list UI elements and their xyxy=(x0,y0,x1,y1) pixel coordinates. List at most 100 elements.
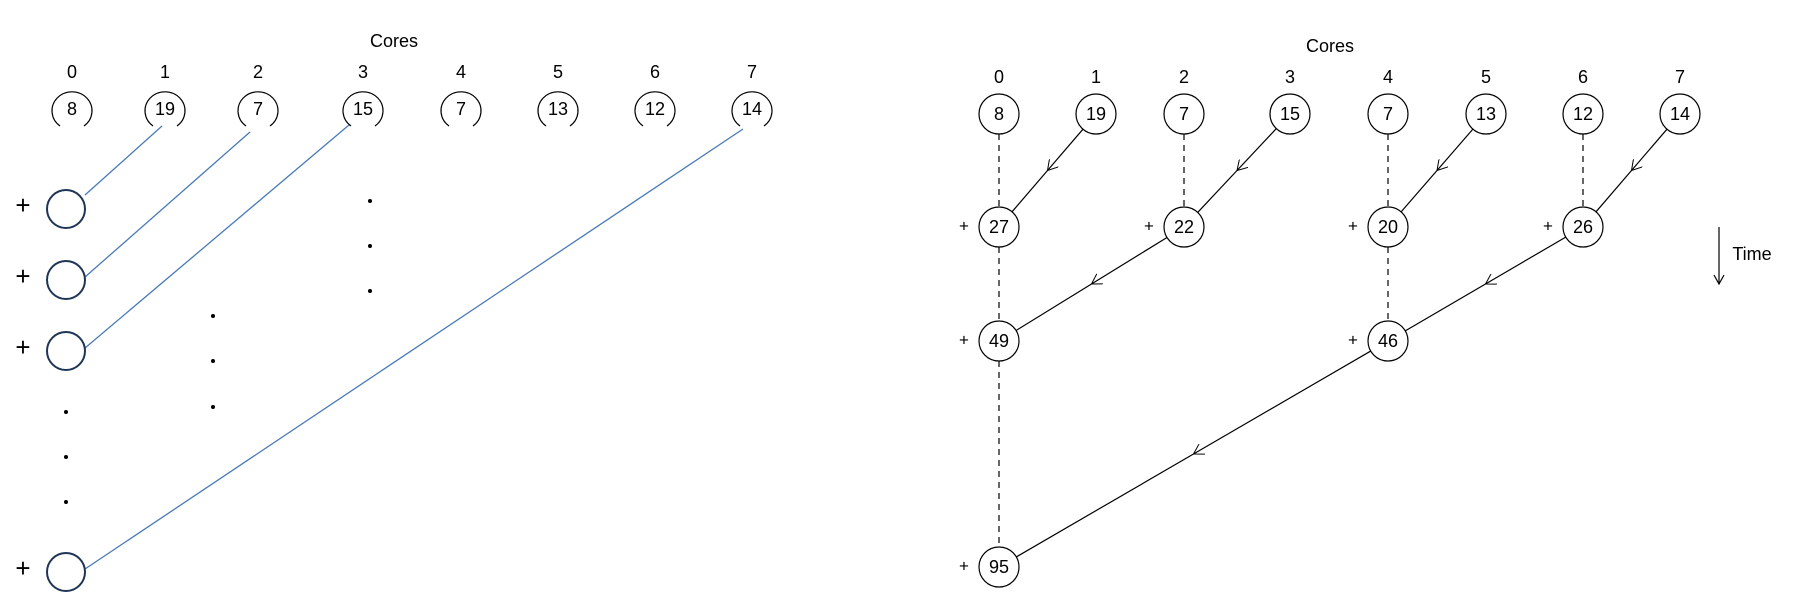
ellipsis-dot xyxy=(64,455,68,459)
core-value-circle xyxy=(1163,93,1205,135)
core-index-label: 2 xyxy=(1179,67,1189,87)
core-index-label: 6 xyxy=(650,62,660,82)
ellipsis-dot xyxy=(368,244,372,248)
core-value-circle xyxy=(1075,93,1117,135)
right-cores-title: Cores xyxy=(1306,36,1354,56)
core-value: 7 xyxy=(1179,104,1189,124)
send-arrow xyxy=(1595,128,1668,213)
ellipsis-dot xyxy=(368,199,372,203)
core-index-label: 4 xyxy=(456,62,466,82)
partial-sum-value: 22 xyxy=(1174,217,1194,237)
accumulate-line xyxy=(84,124,350,349)
core-value-circle xyxy=(634,91,676,127)
core-value: 15 xyxy=(353,99,373,119)
core-index-label: 3 xyxy=(1285,67,1295,87)
core-value-circle xyxy=(731,91,773,127)
send-arrow xyxy=(1197,128,1277,213)
core-value-circle xyxy=(1269,93,1311,135)
plus-sign: + xyxy=(1144,216,1154,235)
accumulator-circle xyxy=(46,189,86,229)
ellipsis-dot xyxy=(368,289,372,293)
core-index-label: 0 xyxy=(67,62,77,82)
partial-sum-circle xyxy=(978,546,1020,588)
core-value: 7 xyxy=(456,99,466,119)
core-value: 8 xyxy=(994,104,1004,124)
ellipsis-dot xyxy=(211,314,215,318)
core-value-circle xyxy=(1562,93,1604,135)
plus-sign: + xyxy=(959,330,969,349)
ellipsis-dot xyxy=(211,359,215,363)
core-value: 14 xyxy=(1670,104,1690,124)
core-index-label: 3 xyxy=(358,62,368,82)
partial-sum-value: 46 xyxy=(1378,331,1398,351)
accumulator-circle xyxy=(46,260,86,300)
core-index-label: 7 xyxy=(1675,67,1685,87)
partial-sum-value: 27 xyxy=(989,217,1009,237)
core-value: 13 xyxy=(548,99,568,119)
plus-sign: + xyxy=(959,556,969,575)
time-label: Time xyxy=(1732,244,1771,264)
accumulator-circle xyxy=(46,552,86,592)
core-value-circle xyxy=(1465,93,1507,135)
core-index-label: 0 xyxy=(994,67,1004,87)
partial-sum-circle xyxy=(1367,206,1409,248)
send-arrow xyxy=(1400,128,1474,213)
send-arrow xyxy=(1011,128,1084,213)
left-cores-title: Cores xyxy=(370,31,418,51)
send-arrow xyxy=(1015,236,1168,332)
core-value: 7 xyxy=(253,99,263,119)
ellipsis-dot xyxy=(64,410,68,414)
core-value: 7 xyxy=(1383,104,1393,124)
core-value-circle xyxy=(237,91,279,127)
send-arrow xyxy=(1015,350,1372,558)
partial-sum-circle xyxy=(1163,206,1205,248)
partial-sum-value: 20 xyxy=(1378,217,1398,237)
core-value: 19 xyxy=(155,99,175,119)
core-value: 14 xyxy=(742,99,762,119)
core-value-circle xyxy=(1659,93,1701,135)
core-value-circle xyxy=(537,91,579,127)
core-index-label: 1 xyxy=(160,62,170,82)
core-index-label: 5 xyxy=(1481,67,1491,87)
accumulate-line xyxy=(84,131,251,278)
core-index-label: 6 xyxy=(1578,67,1588,87)
plus-sign: + xyxy=(15,332,30,362)
plus-sign: + xyxy=(959,216,969,235)
core-value-circle xyxy=(440,91,482,127)
partial-sum-value: 26 xyxy=(1573,217,1593,237)
ellipsis-dot xyxy=(211,405,215,409)
plus-sign: + xyxy=(15,261,30,291)
send-arrow xyxy=(1404,236,1567,332)
core-value-circle xyxy=(144,91,186,127)
core-value-circle xyxy=(1367,93,1409,135)
plus-sign: + xyxy=(15,553,30,583)
tree-sum-panel: Cores Time 081192731547513612714+27+22+2… xyxy=(959,36,1772,588)
partial-sum-circle xyxy=(1562,206,1604,248)
core-value: 12 xyxy=(1573,104,1593,124)
accumulator-circle xyxy=(46,331,86,371)
plus-sign: + xyxy=(1348,330,1358,349)
partial-sum-circle xyxy=(1367,320,1409,362)
core-index-label: 7 xyxy=(747,62,757,82)
plus-sign: + xyxy=(15,190,30,220)
core-value: 19 xyxy=(1086,104,1106,124)
partial-sum-circle xyxy=(978,320,1020,362)
ellipsis-dot xyxy=(64,500,68,504)
core-value: 15 xyxy=(1280,104,1300,124)
accumulate-line xyxy=(84,128,744,570)
core-value: 8 xyxy=(67,99,77,119)
time-arrow-head-icon xyxy=(1713,274,1725,286)
core-value-circle xyxy=(342,91,384,127)
core-index-label: 2 xyxy=(253,62,263,82)
partial-sum-value: 95 xyxy=(989,557,1009,577)
plus-sign: + xyxy=(1543,216,1553,235)
core-value: 13 xyxy=(1476,104,1496,124)
core-index-label: 5 xyxy=(553,62,563,82)
core-index-label: 4 xyxy=(1383,67,1393,87)
core-value: 12 xyxy=(645,99,665,119)
core-index-label: 1 xyxy=(1091,67,1101,87)
plus-sign: + xyxy=(1348,216,1358,235)
core-value-circle xyxy=(51,91,93,127)
partial-sum-value: 49 xyxy=(989,331,1009,351)
